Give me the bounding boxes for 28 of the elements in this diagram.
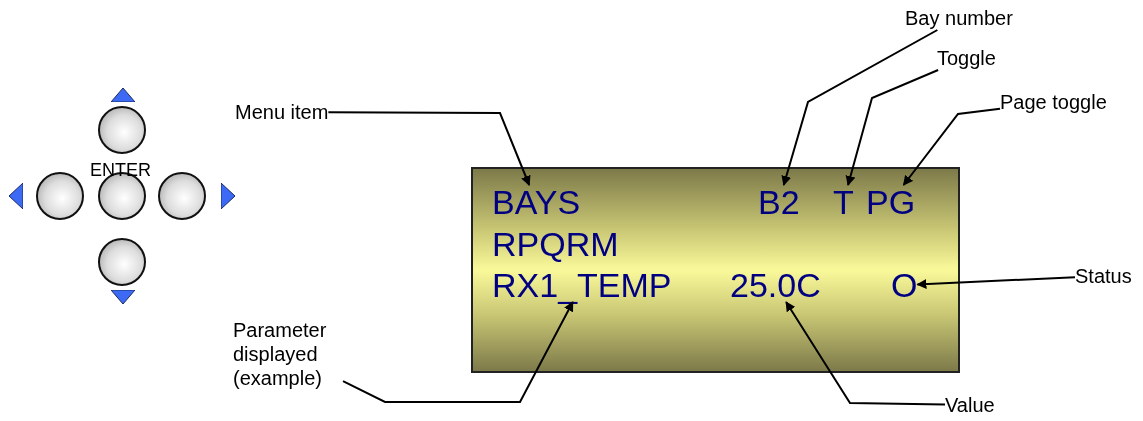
- display-text: O: [891, 268, 918, 302]
- display-text: RPQRM: [492, 227, 619, 261]
- callout-label: Bay number: [905, 6, 1013, 30]
- lcd-screen: [471, 167, 960, 373]
- leader-line: [916, 276, 1076, 289]
- display-text: RX1_TEMP: [492, 268, 672, 302]
- callout-label: Value: [945, 393, 995, 417]
- callout-label: Status: [1075, 264, 1132, 288]
- display-text: 25.0C: [730, 268, 821, 302]
- callout-label: Toggle: [937, 46, 996, 70]
- leader-line: [327, 111, 531, 186]
- round-button: [36, 172, 84, 220]
- callout-label: Menu item: [235, 100, 329, 124]
- round-button: [98, 106, 146, 154]
- display-text: T: [833, 185, 854, 219]
- callout-label: Parameter displayed (example): [233, 318, 343, 390]
- round-button: [98, 238, 146, 286]
- display-text: BAYS: [492, 185, 581, 219]
- display-text: B2: [758, 185, 800, 219]
- leader-line: [845, 69, 940, 186]
- leader-line: [781, 29, 939, 186]
- leader-line: [902, 107, 1001, 186]
- leader-line: [342, 301, 574, 403]
- callout-label: Page toggle: [1000, 90, 1107, 114]
- display-text: PG: [866, 185, 916, 219]
- button-label: ENTER: [90, 160, 151, 180]
- round-button: [158, 172, 206, 220]
- leader-line: [785, 301, 946, 406]
